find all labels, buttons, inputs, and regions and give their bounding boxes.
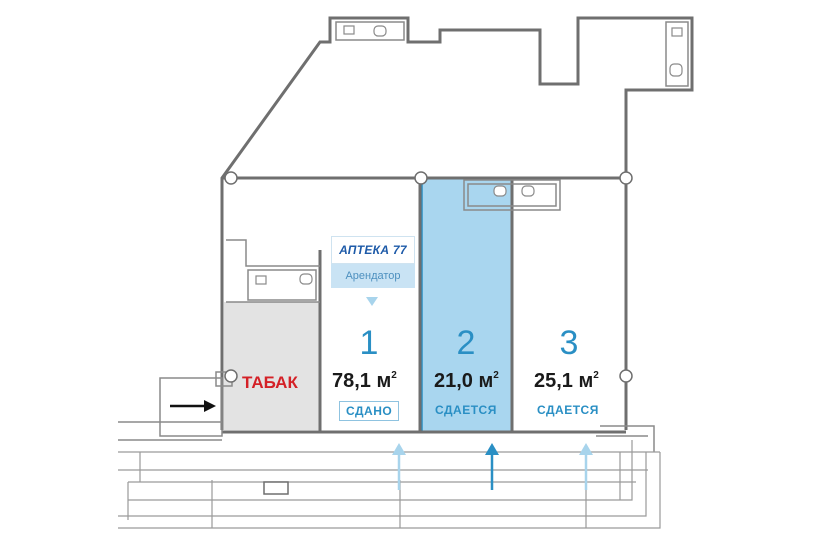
arrow-right-icon [204,400,216,412]
sink-icon [343,25,355,35]
unit-3-number: 3 [559,324,579,362]
unit-2-status: СДАЕТСЯ [435,403,497,417]
street-lines [118,440,661,529]
column [224,171,238,185]
tenant-card[interactable]: АПТЕКА 77 Арендатор [331,236,415,290]
toilet-icon [299,273,313,285]
unit-1-area: 78,1 м2 [332,370,397,392]
plumbing-fixtures [255,25,683,285]
unit-2-area: 21,0 м2 [434,370,499,392]
toilet-icon [493,185,507,197]
arrow-up-icon [485,443,499,455]
unit-2-fill[interactable] [421,177,513,433]
tenant-logo-text: АПТЕКА 77 [339,243,407,257]
column [619,171,633,185]
column [619,369,633,383]
column [414,171,428,185]
toilet-icon [373,25,387,37]
toilet-icon [669,63,683,77]
tenant-logo: АПТЕКА 77 [331,236,415,264]
inner-details [118,21,689,452]
arrow-up-icon [579,443,593,455]
tenant-caption: Арендатор [331,264,415,288]
columns [224,171,633,383]
unit-3-status: СДАЕТСЯ [537,403,599,417]
tabak-room-fill[interactable] [224,302,320,430]
tabak-label: ТАБАК [242,373,298,392]
unit-1-status-badge: СДАНО [339,401,400,421]
sink-icon [671,27,683,37]
toilet-icon [521,185,535,197]
street-marker [263,481,289,495]
column [224,369,238,383]
unit-1-number: 1 [359,324,379,362]
entrance-arrows [170,297,593,490]
sink-icon [255,275,267,285]
unit-2-number: 2 [456,324,476,362]
tenant-pointer-icon [366,297,378,306]
unit-3-area: 25,1 м2 [534,370,599,392]
arrow-up-icon [392,443,406,455]
